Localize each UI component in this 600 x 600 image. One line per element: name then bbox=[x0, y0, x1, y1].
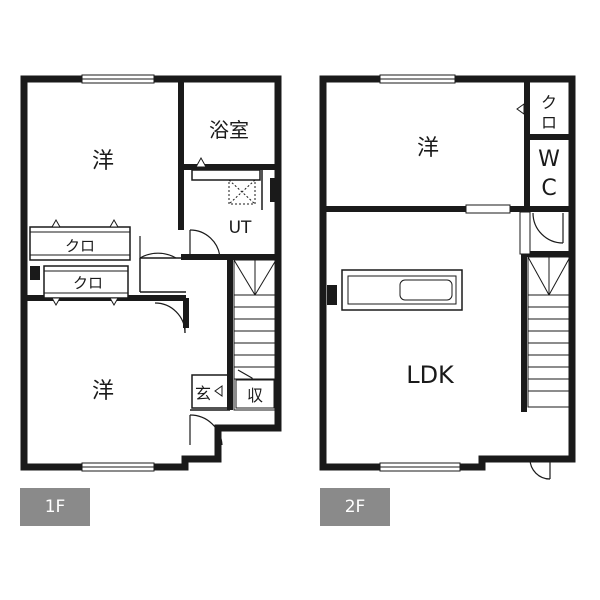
f1-closet-upper-label: クロ bbox=[65, 237, 95, 255]
f2-room-ldk: LDK bbox=[406, 361, 455, 389]
floor-1-badge: 1F bbox=[20, 488, 90, 526]
f2-windows bbox=[379, 74, 461, 472]
f1-staircase bbox=[233, 259, 277, 411]
f2-closet-arrow-icon bbox=[516, 103, 525, 115]
drain-icon bbox=[228, 179, 256, 205]
floor-2-badge: 2F bbox=[320, 488, 390, 526]
f2-outer-wall bbox=[319, 75, 576, 471]
f2-closet-ro: ロ bbox=[541, 113, 557, 132]
f1-room-bath: 浴室 bbox=[209, 118, 249, 142]
f1-room-western-top: 洋 bbox=[92, 149, 114, 174]
f2-closet-ku: ク bbox=[541, 93, 557, 112]
f1-windows bbox=[81, 74, 155, 472]
f2-staircase bbox=[527, 256, 571, 408]
f2-doors bbox=[529, 212, 564, 480]
ut-wall-stub bbox=[270, 178, 278, 202]
f2-room-western: 洋 bbox=[417, 136, 439, 161]
f2-interior-walls bbox=[323, 79, 572, 412]
f1-doors bbox=[139, 229, 259, 446]
entrance-arrow-icon bbox=[214, 385, 223, 397]
f1-room-utility: UT bbox=[229, 218, 252, 238]
f1-closet-lower bbox=[30, 265, 129, 307]
f1-room-storage: 収 bbox=[247, 386, 263, 405]
f1-room-western-bottom: 洋 bbox=[92, 379, 114, 404]
f1-thin-lines bbox=[139, 169, 263, 411]
bath-entry-arrow-icon bbox=[195, 156, 207, 168]
f1-room-entrance: 玄 bbox=[195, 384, 211, 403]
floor-1-plan: 洋 浴室 UT クロ クロ 洋 玄 収 bbox=[20, 74, 282, 472]
kitchen-counter bbox=[327, 269, 463, 311]
f2-wc-c: C bbox=[541, 176, 556, 201]
f1-closet-lower-label: クロ bbox=[73, 274, 103, 292]
f2-wc-w: W bbox=[538, 147, 560, 172]
f1-closet-upper bbox=[29, 218, 131, 261]
sink-icon bbox=[399, 279, 453, 301]
floor-2-plan: 洋 ク ロ W C LDK bbox=[319, 74, 576, 480]
